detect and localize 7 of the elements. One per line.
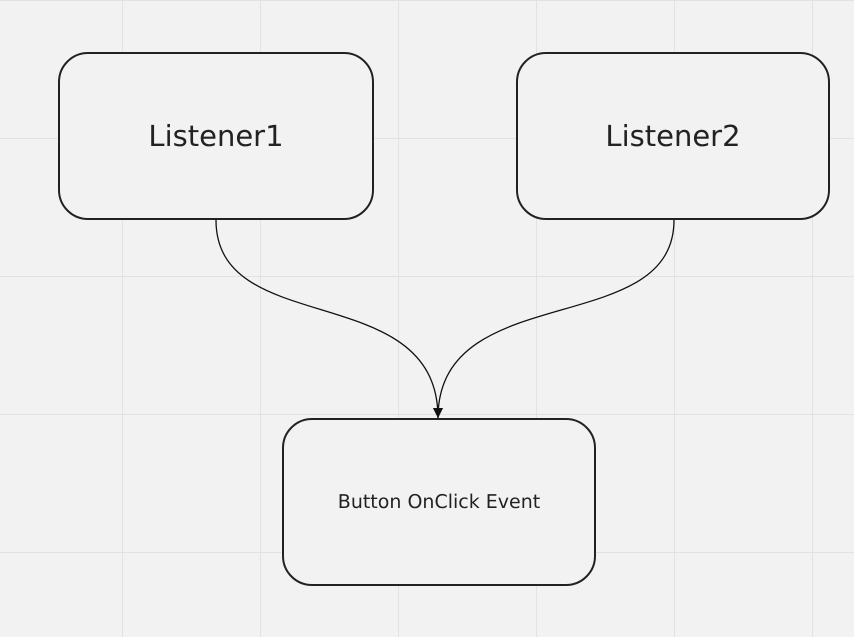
node-label: Listener2	[605, 119, 741, 153]
rounded-box	[282, 418, 596, 586]
rounded-box	[58, 52, 374, 220]
rounded-box	[516, 52, 830, 220]
arrow	[434, 220, 675, 418]
node-label: Button OnClick Event	[338, 491, 540, 513]
node-label: Listener1	[148, 119, 284, 153]
